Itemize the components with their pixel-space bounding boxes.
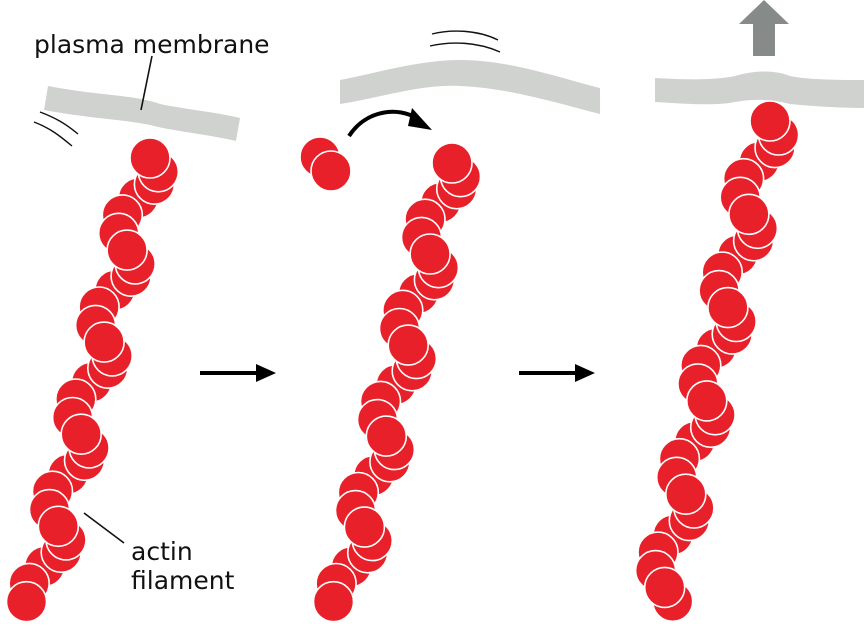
actin-leader-line <box>83 512 125 544</box>
plasma-membrane-panel3 <box>655 71 864 108</box>
actin-subunit <box>749 100 791 142</box>
actin-label-line2: filament <box>131 566 235 595</box>
actin-subunit <box>365 415 408 457</box>
membrane-leader-line <box>140 55 153 111</box>
monomer-subunit <box>310 150 352 192</box>
actin-subunit <box>664 473 707 516</box>
insertion-arrowhead <box>408 108 432 130</box>
actin-filament-2 <box>312 142 482 623</box>
process-arrow-2 <box>519 364 595 382</box>
actin-subunit <box>343 506 386 548</box>
actin-subunit <box>106 229 148 271</box>
actin-subunit <box>409 233 451 275</box>
actin-subunit <box>387 324 430 366</box>
actin-label-line1: actin <box>131 537 193 566</box>
plasma-membrane-label: plasma membrane <box>34 30 270 59</box>
actin-subunit <box>60 413 102 456</box>
actin-subunit <box>431 142 473 184</box>
actin-subunit <box>37 505 80 548</box>
actin-subunit <box>83 321 125 363</box>
actin-subunit <box>685 380 728 422</box>
actin-subunit <box>129 137 171 179</box>
actin-subunit <box>643 566 686 609</box>
process-arrow-1 <box>200 364 276 382</box>
free-actin-monomer <box>299 136 352 192</box>
actin-filament-3 <box>634 100 800 623</box>
push-arrow-icon <box>739 0 789 56</box>
motion-lines-panel1 <box>33 111 79 147</box>
actin-filament-1 <box>5 137 180 623</box>
actin-filament-label: actin filament <box>131 537 234 595</box>
insertion-arrow <box>347 109 420 138</box>
actin-subunit <box>5 580 48 623</box>
plasma-membrane-panel2 <box>340 60 600 114</box>
actin-subunit <box>312 580 355 623</box>
actin-subunit <box>728 193 770 236</box>
actin-subunit <box>707 286 749 329</box>
motion-lines-panel2 <box>429 30 501 53</box>
plasma-membrane-panel1 <box>44 86 240 141</box>
